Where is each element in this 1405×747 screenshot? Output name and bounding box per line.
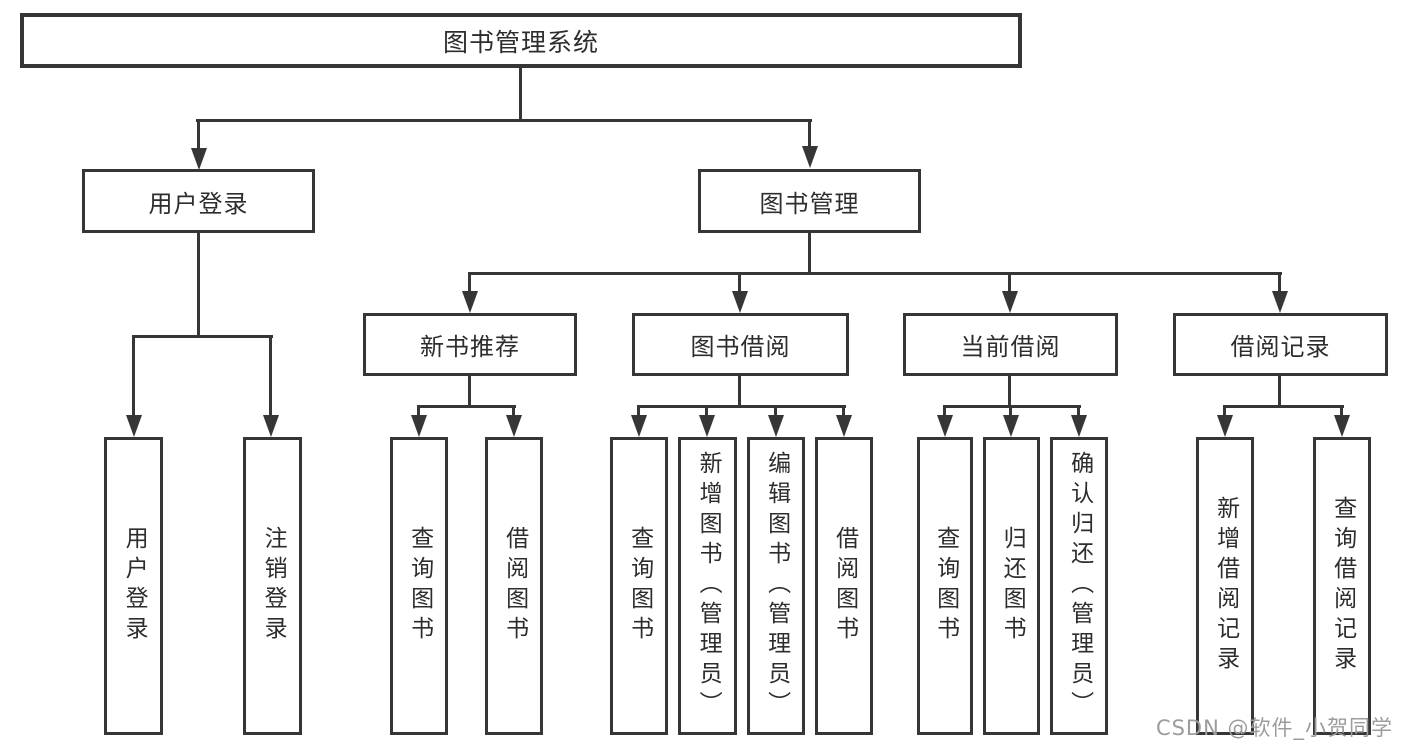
node-book-borrow: 图书借阅 xyxy=(632,313,849,376)
leaf-label: 查询图书 xyxy=(406,526,433,646)
leaf-label: 查询借阅记录 xyxy=(1329,496,1356,676)
leaf-label: 新增图书（管理员） xyxy=(695,451,722,721)
node-library-system: 图书管理系统 xyxy=(20,13,1022,68)
leaf-label: 借阅图书 xyxy=(831,526,858,646)
connector-level1-bar xyxy=(196,119,812,122)
leaf-br-add-record: 新增借阅记录 xyxy=(1196,437,1254,735)
arrow-down-icon xyxy=(836,415,852,437)
connector-shaft xyxy=(1278,272,1281,296)
arrow-down-icon xyxy=(263,415,279,437)
connector-bar xyxy=(637,405,846,408)
connector-shaft xyxy=(774,405,777,419)
node-label: 借阅记录 xyxy=(1230,333,1331,361)
node-borrow-record: 借阅记录 xyxy=(1173,313,1388,376)
connector-root-stem xyxy=(519,66,522,122)
arrow-down-icon xyxy=(1334,415,1350,437)
node-label: 当前借阅 xyxy=(960,333,1061,361)
arrow-down-icon xyxy=(1003,415,1019,437)
connector-shaft xyxy=(808,119,811,150)
csdn-watermark: CSDN @软件_小贺同学 xyxy=(1155,716,1393,740)
connector-shaft xyxy=(269,335,272,419)
arrow-down-icon xyxy=(462,291,478,313)
arrow-down-icon xyxy=(506,415,522,437)
connector-shaft xyxy=(705,405,708,419)
arrow-down-icon xyxy=(802,146,818,168)
arrow-down-icon xyxy=(411,415,427,437)
connector-shaft xyxy=(1009,405,1012,419)
connector-stem xyxy=(738,374,741,408)
leaf-br-query-record: 查询借阅记录 xyxy=(1313,437,1371,735)
leaf-label: 用户登录 xyxy=(121,526,148,646)
arrow-down-icon xyxy=(1272,291,1288,313)
connector-stem xyxy=(468,374,471,408)
connector-shaft xyxy=(637,405,640,419)
arrow-down-icon xyxy=(631,415,647,437)
node-label: 新书推荐 xyxy=(420,333,520,361)
connector-shaft xyxy=(943,405,946,419)
node-label: 图书管理系统 xyxy=(442,27,599,57)
leaf-label: 归还图书 xyxy=(999,526,1026,646)
node-label: 图书管理 xyxy=(759,189,860,218)
connector-user-login-bar xyxy=(132,335,273,338)
connector-shaft xyxy=(1340,405,1343,419)
connector-shaft xyxy=(842,405,845,419)
leaf-bb-query-book: 查询图书 xyxy=(610,437,668,735)
arrow-down-icon xyxy=(1217,415,1233,437)
arrow-down-icon xyxy=(768,415,784,437)
arrow-down-icon xyxy=(732,291,748,313)
leaf-label: 编辑图书（管理员） xyxy=(763,451,790,721)
connector-shaft xyxy=(738,272,741,296)
leaf-cb-query-book: 查询图书 xyxy=(917,437,973,735)
connector-shaft xyxy=(417,405,420,419)
node-label: 用户登录 xyxy=(148,189,249,218)
leaf-cb-confirm-return-admin: 确认归还（管理员） xyxy=(1050,437,1108,735)
arrow-down-icon xyxy=(191,148,207,170)
connector-shaft xyxy=(132,335,135,419)
connector-shaft xyxy=(1223,405,1226,419)
leaf-logout: 注销登录 xyxy=(243,437,302,735)
node-new-book-recommend: 新书推荐 xyxy=(363,313,577,376)
connector-level3-bar xyxy=(468,272,1282,275)
leaf-label: 新增借阅记录 xyxy=(1212,496,1239,676)
node-label: 图书借阅 xyxy=(690,333,791,361)
connector-shaft xyxy=(1008,272,1011,296)
connector-bar xyxy=(417,405,516,408)
arrow-down-icon xyxy=(1071,415,1087,437)
leaf-label: 借阅图书 xyxy=(501,526,528,646)
leaf-bb-edit-book-admin: 编辑图书（管理员） xyxy=(747,437,805,735)
leaf-label: 确认归还（管理员） xyxy=(1066,451,1093,721)
connector-user-login-stem xyxy=(197,231,200,338)
leaf-bb-add-book-admin: 新增图书（管理员） xyxy=(678,437,737,735)
node-book-management: 图书管理 xyxy=(698,169,921,233)
leaf-label: 查询图书 xyxy=(626,526,653,646)
connector-shaft xyxy=(468,272,471,296)
leaf-label: 注销登录 xyxy=(260,526,287,646)
arrow-down-icon xyxy=(126,415,142,437)
connector-shaft xyxy=(1077,405,1080,419)
node-current-borrow: 当前借阅 xyxy=(903,313,1118,376)
connector-shaft xyxy=(197,119,200,152)
leaf-user-login: 用户登录 xyxy=(104,437,163,735)
connector-stem xyxy=(1008,374,1011,408)
connector-bar xyxy=(1223,405,1344,408)
leaf-label: 查询图书 xyxy=(932,526,959,646)
connector-bar xyxy=(943,405,1081,408)
leaf-bb-borrow-book: 借阅图书 xyxy=(815,437,873,735)
leaf-cb-return-book: 归还图书 xyxy=(983,437,1040,735)
connector-book-mgmt-stem xyxy=(808,231,811,275)
leaf-nb-borrow-book: 借阅图书 xyxy=(485,437,543,735)
connector-shaft xyxy=(512,405,515,419)
leaf-nb-query-book: 查询图书 xyxy=(390,437,448,735)
connector-stem xyxy=(1278,374,1281,408)
arrow-down-icon xyxy=(937,415,953,437)
node-user-login: 用户登录 xyxy=(82,169,315,233)
arrow-down-icon xyxy=(699,415,715,437)
arrow-down-icon xyxy=(1002,291,1018,313)
